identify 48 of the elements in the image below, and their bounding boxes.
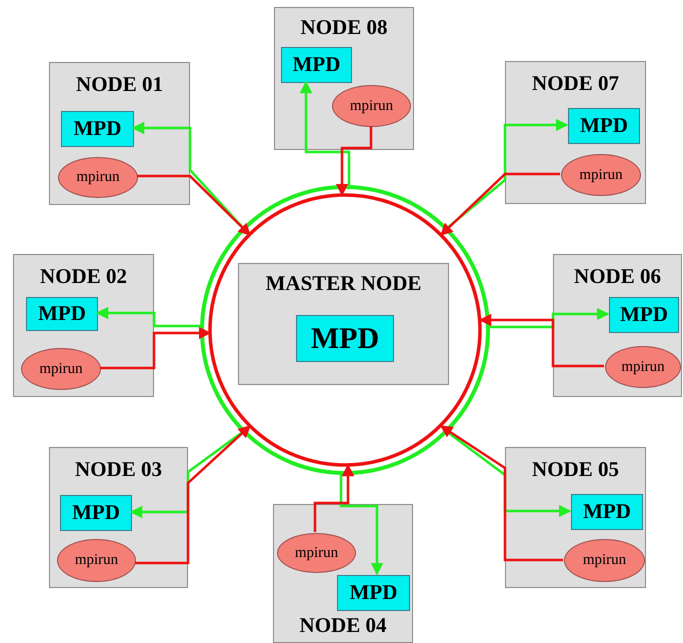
mpd-box: MPD: [60, 495, 132, 531]
ring-network: [198, 183, 492, 477]
process-ellipse: mpirun: [58, 157, 138, 198]
arrow: [336, 126, 372, 196]
node-title: NODE 01: [75, 71, 164, 98]
process-ellipse: mpirun: [605, 346, 681, 388]
process-ellipse: mpirun: [332, 85, 411, 127]
mpd-box: MPD: [571, 494, 643, 530]
arrow: [478, 314, 604, 368]
node-title: NODE 03: [74, 456, 163, 482]
arrow: [135, 425, 251, 564]
mpd-box: MPD: [296, 315, 394, 362]
node-box: [49, 62, 190, 205]
node-box: [274, 7, 414, 150]
mpd-box: MPD: [26, 297, 98, 331]
node-box: [505, 447, 646, 588]
node-box: [553, 254, 682, 397]
node-box: [505, 61, 646, 204]
process-ellipse: mpirun: [21, 348, 101, 390]
node-title: NODE 06: [573, 263, 662, 290]
mpd-box: MPD: [568, 108, 640, 144]
arrow: [314, 464, 354, 532]
mpd-box: MPD: [281, 47, 352, 83]
arrow: [440, 424, 563, 562]
node-title: NODE 04: [298, 612, 388, 638]
node-box: [238, 263, 449, 385]
mpd-box: MPD: [61, 111, 134, 147]
node-title: NODE 05: [531, 456, 620, 482]
arrow: [300, 80, 350, 187]
process-ellipse: mpirun: [564, 539, 645, 582]
arrow: [100, 326, 212, 370]
arrow: [137, 174, 251, 236]
mpd-box: MPD: [609, 297, 679, 333]
mpd-box: MPD: [337, 575, 410, 611]
arrow: [488, 308, 610, 328]
arrow: [96, 306, 202, 328]
node-title: NODE 08: [300, 14, 388, 40]
arrow: [340, 473, 384, 576]
arrow: [440, 172, 560, 236]
node-box: [13, 254, 154, 397]
node-title: NODE 07: [531, 70, 620, 96]
process-ellipse: mpirun: [57, 539, 136, 582]
node-title: MASTER NODE: [264, 270, 422, 296]
node-box: [49, 447, 188, 588]
node-box: [273, 504, 413, 643]
process-ellipse: mpirun: [561, 154, 641, 196]
process-ellipse: mpirun: [277, 533, 356, 573]
node-title: NODE 02: [39, 263, 128, 290]
